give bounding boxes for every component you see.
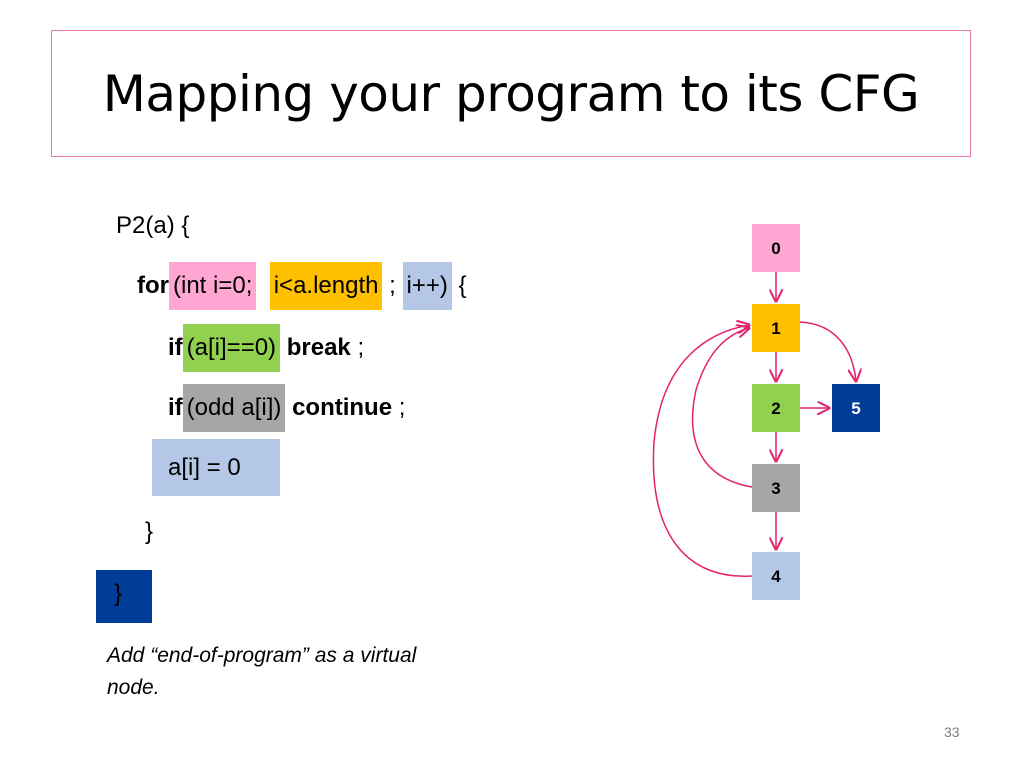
slide-title: Mapping your program to its CFG bbox=[102, 64, 920, 123]
page-number: 33 bbox=[944, 724, 960, 740]
code-line-function-close: } bbox=[114, 580, 123, 607]
cfg-node-label: 0 bbox=[771, 239, 780, 258]
cfg-node-4: 4 bbox=[752, 552, 800, 600]
end-of-program-highlight bbox=[96, 570, 152, 623]
cfg-node-5: 5 bbox=[832, 384, 880, 432]
for-condition-highlight: i<a.length bbox=[269, 262, 383, 310]
cfg-node-box bbox=[752, 224, 800, 272]
if-zero-condition-highlight: (a[i]==0) bbox=[182, 324, 281, 372]
if-odd-condition-highlight: (odd a[i]) bbox=[182, 384, 286, 432]
if-keyword: if bbox=[168, 334, 183, 361]
cfg-node-label: 2 bbox=[771, 399, 780, 418]
cfg-node-1: 1 bbox=[752, 304, 800, 352]
cfg-node-label: 1 bbox=[771, 319, 780, 338]
continue-semicolon: ; bbox=[392, 394, 406, 421]
cfg-node-label: 5 bbox=[851, 399, 860, 418]
cfg-node-3: 3 bbox=[752, 464, 800, 512]
continue-keyword: continue bbox=[292, 394, 393, 421]
cfg-node-2: 2 bbox=[752, 384, 800, 432]
code-line-if-continue: if (odd a[i]) continue ; bbox=[168, 384, 406, 432]
cfg-node-box bbox=[752, 304, 800, 352]
for-semicolon: ; bbox=[382, 272, 396, 299]
code-line-signature: P2(a) { bbox=[116, 212, 190, 239]
break-keyword: break bbox=[286, 334, 351, 361]
edge-1-to-5 bbox=[799, 321, 856, 381]
cfg-node-box bbox=[832, 384, 880, 432]
for-keyword: for bbox=[137, 272, 169, 299]
for-init-highlight: (int i=0; bbox=[169, 262, 257, 310]
note-text: Add “end-of-program” as a virtual node. bbox=[107, 644, 417, 699]
code-line-if-break: if (a[i]==0) break ; bbox=[168, 324, 365, 372]
edge-4-to-1 bbox=[652, 325, 753, 577]
edge-3-to-1 bbox=[691, 328, 752, 488]
break-semicolon: ; bbox=[350, 334, 365, 361]
cfg-node-box bbox=[752, 464, 800, 512]
cfg-node-label: 4 bbox=[771, 567, 781, 586]
cfg-node-label: 3 bbox=[771, 479, 780, 498]
title-frame: Mapping your program to its CFG bbox=[51, 30, 971, 157]
cfg-node-box bbox=[752, 552, 800, 600]
code-line-for: for (int i=0; i<a.length ; i++) { bbox=[137, 262, 467, 310]
cfg-node-box bbox=[752, 384, 800, 432]
code-line-loop-close: } bbox=[145, 518, 154, 545]
for-brace: { bbox=[451, 272, 467, 299]
cfg-node-0: 0 bbox=[752, 224, 800, 272]
code-line-assignment: a[i] = 0 bbox=[168, 454, 241, 481]
for-increment-highlight: i++) bbox=[402, 262, 452, 310]
if-keyword: if bbox=[168, 394, 183, 421]
assignment-highlight bbox=[152, 439, 280, 496]
